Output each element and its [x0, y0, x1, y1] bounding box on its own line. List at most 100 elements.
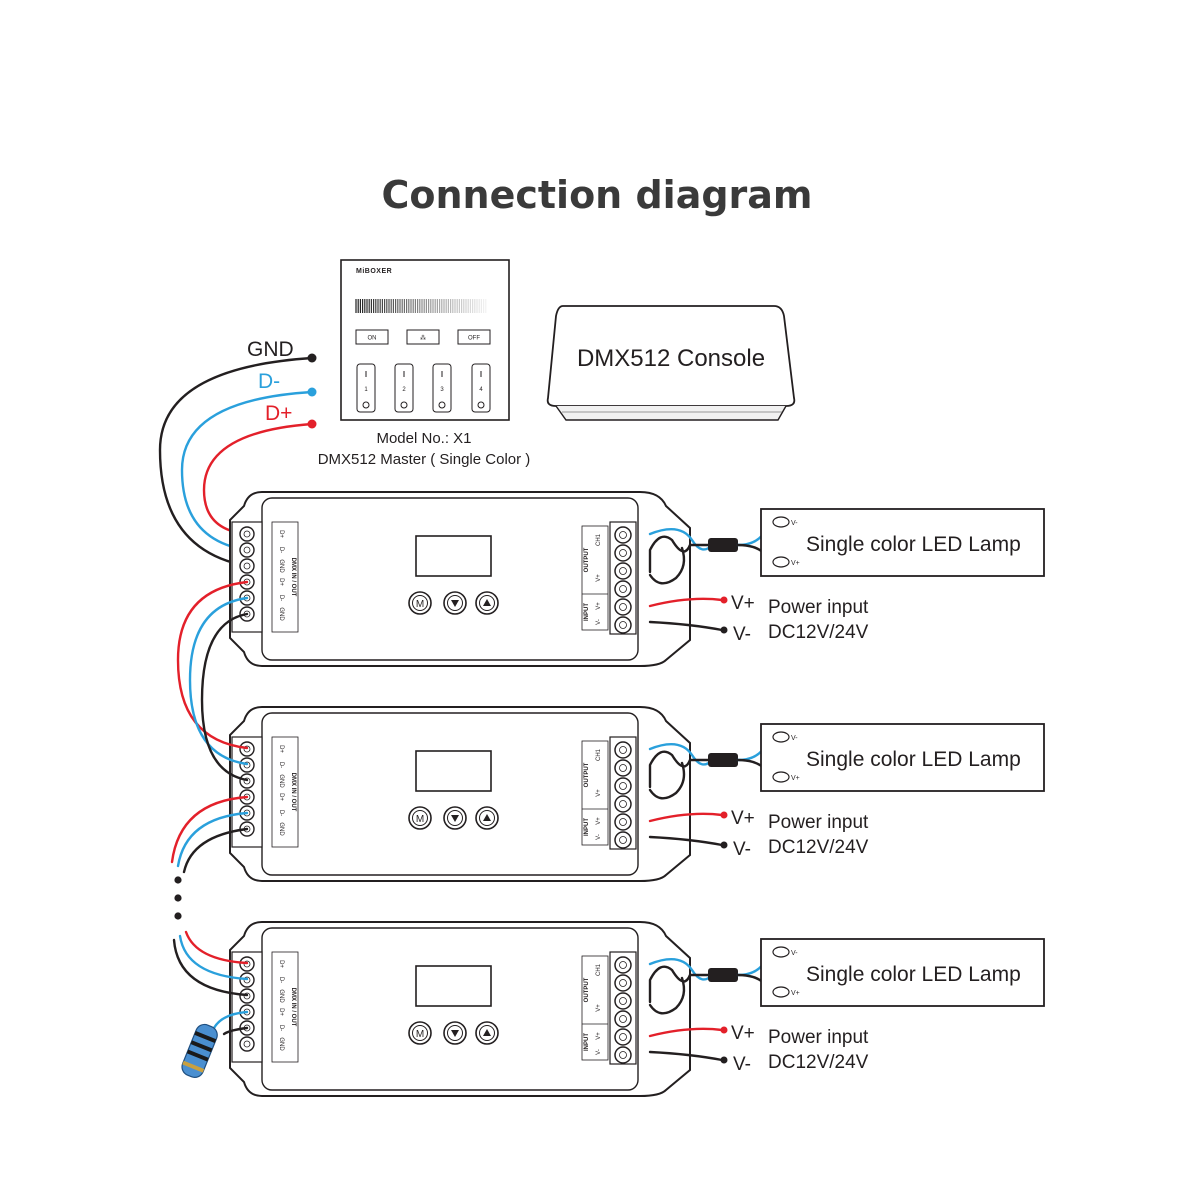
- chain-black-wire-3: [172, 938, 249, 997]
- lamp-label: Single color LED Lamp: [806, 963, 1021, 986]
- terminal-screw: [614, 544, 632, 562]
- panel-button-on: ON: [355, 329, 389, 345]
- power-voltage-label: DC12V/24V: [768, 837, 869, 858]
- terminal-label: GND: [278, 607, 284, 621]
- chain-black-wire-2: [182, 827, 249, 874]
- input-v-plus-label: V+: [596, 602, 602, 610]
- terminal-screw: [239, 1036, 255, 1052]
- lamp-label: Single color LED Lamp: [806, 533, 1021, 556]
- input-label: INPUT: [584, 603, 590, 621]
- resistor-icon: [181, 1023, 218, 1078]
- power-v-minus-wire: [648, 1050, 724, 1062]
- power-v-plus-wire: [648, 812, 724, 823]
- input-v-minus-label: V-: [596, 1049, 602, 1055]
- continuation-dot: [174, 894, 182, 902]
- master-model-label: Model No.: X1: [376, 430, 471, 447]
- terminal-label: D-: [278, 762, 284, 768]
- led-lamp: V-V+Single color LED Lamp: [760, 723, 1045, 792]
- lamp-v-plus-label: V+: [791, 990, 800, 997]
- terminal-label: D-: [278, 1025, 284, 1031]
- lamp-v-plus-label: V+: [791, 560, 800, 567]
- panel-zone-keys: 1 2 3 4: [356, 363, 491, 413]
- zone-key-4: 4: [471, 363, 491, 413]
- power-v-plus-wire: [648, 597, 724, 608]
- terminal-screw: [614, 759, 632, 777]
- terminal-screw: [614, 526, 632, 544]
- dmx-in-out-label: DMX IN / OUT: [290, 773, 296, 812]
- led-lamp: V-V+Single color LED Lamp: [760, 508, 1045, 577]
- output-label: OUTPUT: [584, 977, 590, 1002]
- gnd-label: GND: [247, 338, 294, 361]
- resistor-lead: [222, 1026, 249, 1036]
- power-voltage-label: DC12V/24V: [768, 622, 869, 643]
- mode-button: M: [408, 591, 432, 615]
- lamp-v-minus-label: V-: [791, 735, 798, 742]
- up-arrow-icon: [475, 1021, 499, 1045]
- svg-text:M: M: [416, 1029, 424, 1040]
- chain-red-wire-3: [184, 930, 249, 965]
- lamp-v-plus-label: V+: [791, 775, 800, 782]
- channel-label: CH1: [596, 963, 602, 976]
- down-arrow-icon: [443, 591, 467, 615]
- terminal-screw: [614, 992, 632, 1010]
- terminal-screw: [614, 795, 632, 813]
- diagram-title: Connection diagram: [381, 173, 812, 217]
- terminal-label: D-: [278, 810, 284, 816]
- input-label: INPUT: [584, 1033, 590, 1051]
- output-loop-wire: [648, 761, 686, 800]
- power-v-minus-wire: [648, 620, 724, 632]
- continuation-dot: [174, 876, 182, 884]
- zone-key-1: 1: [356, 363, 376, 413]
- input-v-plus-label: V+: [596, 1032, 602, 1040]
- power-v-plus-dot: [720, 811, 728, 819]
- power-v-minus-label: V-: [733, 624, 751, 645]
- terminal-label: D+: [278, 745, 284, 753]
- led-lamp: V-V+Single color LED Lamp: [760, 938, 1045, 1007]
- d-plus-label: D+: [265, 402, 292, 425]
- chain-black-wire-1: [200, 612, 249, 782]
- mode-button: M: [408, 1021, 432, 1045]
- output-loop-wire: [648, 546, 686, 585]
- terminal-screw: [239, 526, 255, 542]
- lcd-display: [415, 750, 492, 792]
- power-v-plus-label: V+: [731, 1023, 755, 1044]
- terminal-label: GND: [278, 774, 284, 788]
- up-arrow-icon: [475, 591, 499, 615]
- console-label: DMX512 Console: [577, 345, 765, 372]
- terminal-label: GND: [278, 559, 284, 573]
- output-v-plus-label: V+: [596, 574, 602, 582]
- terminal-screw: [614, 1046, 632, 1064]
- power-v-minus-dot: [720, 626, 728, 634]
- panel-button-mode: ⁂: [406, 329, 440, 345]
- terminal-label: GND: [278, 989, 284, 1003]
- power-v-minus-dot: [720, 1056, 728, 1064]
- power-v-plus-label: V+: [731, 808, 755, 829]
- dmx-terminal-block: [231, 951, 263, 1063]
- input-label: INPUT: [584, 818, 590, 836]
- dmx512-console: DMX512 Console: [546, 305, 796, 421]
- terminal-label: D+: [278, 1008, 284, 1016]
- power-v-plus-wire: [648, 1027, 724, 1038]
- terminal-label: D+: [278, 530, 284, 538]
- chain-blue-wire-2: [176, 811, 249, 868]
- output-label: OUTPUT: [584, 762, 590, 787]
- svg-text:3: 3: [440, 387, 444, 393]
- down-arrow-icon: [443, 1021, 467, 1045]
- terminal-screw: [614, 598, 632, 616]
- terminal-screw: [614, 616, 632, 634]
- decoder-housing: [229, 491, 691, 667]
- chain-red-wire-1: [176, 580, 249, 750]
- terminal-screw: [239, 542, 255, 558]
- power-v-minus-label: V-: [733, 1054, 751, 1075]
- chain-blue-wire-3: [178, 934, 249, 981]
- terminal-label: D-: [278, 547, 284, 553]
- terminal-label: D+: [278, 960, 284, 968]
- power-v-minus-label: V-: [733, 839, 751, 860]
- continuation-dot: [174, 912, 182, 920]
- d-minus-input-wire: [180, 390, 314, 552]
- terminal-screw: [614, 580, 632, 598]
